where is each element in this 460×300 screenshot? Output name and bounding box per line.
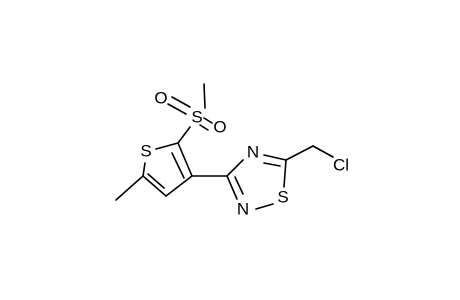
bond-ch2-cl bbox=[312, 145, 334, 158]
bond-thiophene-s-c2 bbox=[155, 142, 179, 150]
atom-s-sulfonyl-label: S bbox=[191, 107, 202, 126]
bond-thiadiazole-n4-c5 bbox=[263, 154, 287, 161]
bond-thiophene-c2-c3 bbox=[177, 142, 193, 177]
bond-so-upper-a bbox=[171, 96, 191, 108]
bond-thiophene-c3-c4 bbox=[165, 175, 193, 197]
bond-thiophene-c5-s bbox=[142, 162, 146, 177]
bond-so-upper-b bbox=[167, 103, 187, 115]
atom-cl-label: Cl bbox=[333, 155, 349, 174]
bond-thiadiazole-n2-c3-inner bbox=[234, 176, 244, 195]
bond-thiadiazole-c5-s1 bbox=[283, 159, 287, 188]
bond-s-methyl bbox=[203, 83, 206, 109]
bond-c5-ch2 bbox=[285, 145, 314, 161]
bond-thiophene-c4-c5-inner bbox=[147, 173, 165, 189]
bond-thiophene-c2-c3-inner bbox=[171, 152, 185, 179]
bond-so-lower-a bbox=[203, 117, 213, 124]
atom-s-thiadiazole-label: S bbox=[277, 187, 288, 206]
atom-n-lower-label: N bbox=[237, 199, 249, 218]
atom-o2-label: O bbox=[213, 117, 226, 136]
bond-thiadiazole-n2-c3 bbox=[226, 175, 238, 200]
bond-thiadiazole-s1-n2 bbox=[255, 203, 274, 210]
atom-s-thiophene-label: S bbox=[140, 141, 151, 160]
bond-thiadiazole-n4-c5-inner bbox=[263, 162, 281, 167]
bond-thiophene-c5-methyl bbox=[115, 175, 144, 201]
atom-n-upper-label: N bbox=[247, 142, 259, 161]
bond-so-lower-b bbox=[199, 124, 209, 131]
bond-thiadiazole-c3-n4 bbox=[226, 159, 244, 177]
bond-thiophene-c4-c5 bbox=[142, 175, 167, 197]
atom-o1-label: O bbox=[154, 88, 167, 107]
bond-s-thiophene-c bbox=[177, 126, 191, 144]
